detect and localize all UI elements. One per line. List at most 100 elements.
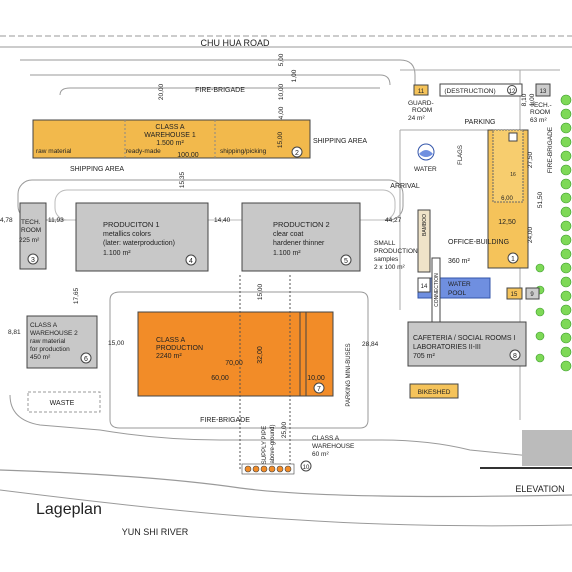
bamboo-label: BAMBOO [422,214,428,236]
building-16-num: 16 [510,172,516,178]
water-label: WATER [414,166,437,173]
tech-room-13-num: 13 [540,89,547,95]
warehouse-2-l3: raw material [30,338,66,345]
production-2-l2: clear coat [273,231,303,238]
cafeteria-num: 8 [513,353,517,360]
supply-pipe-l2: (above-ground) [270,424,276,465]
shipping-area-label-right: SHIPPING AREA [313,138,367,145]
production-1-num: 4 [189,258,193,265]
tech-room-13-l2: ROOM [530,109,550,116]
office-building: 12,50 24,00 6,00 1 16 [487,129,534,269]
supply-pipe-l1: SUPPLY PIPE [262,426,268,464]
guard-room-l2: ROOM [412,107,432,114]
fire-brigade-label-right: FIRE-BRIGADE [547,126,554,173]
warehouse-2-l4: for production [30,346,70,353]
production-class-a-d2: 60,00 [211,375,229,382]
production-1-l2: metallics colors [103,231,151,238]
production-class-a-l1: CLASS A [156,337,186,344]
dim-11-93: 11,93 [48,217,64,224]
dim-5-00: 5,00 [278,53,285,66]
dim-1-00b: 1,00 [529,93,536,106]
warehouse-10-l3: 60 m² [312,451,329,458]
destruction-num: 12 [509,89,516,95]
dim-10-00: 10,00 [278,83,285,100]
production-2-num: 5 [344,258,348,265]
elevation-label: ELEVATION [515,484,564,494]
destruction: (DESTRUCTION) 12 [439,83,523,97]
water-tank: WATER [414,143,437,173]
dim-51-50: 51,50 [537,191,544,208]
production-2-l1: PRODUCTION 2 [273,220,330,229]
warehouse-1-ready: ready-made [126,148,161,155]
tech-room-3-l2: ROOM [21,227,41,234]
cafeteria-l3: 705 m² [413,353,435,360]
office-area: 360 m² [448,258,470,265]
dim-14-40: 14,40 [214,217,231,224]
tech-room-13-l1: TECH.- [530,102,552,109]
small-prod-l2: PRODUCTION [374,248,418,255]
tech-room-13-l3: 63 m² [530,117,547,124]
bamboo-strip [417,209,431,273]
dim-28-84: 28,84 [362,341,379,348]
tanks [241,463,295,475]
destruction-label: (DESTRUCTION) [444,88,495,95]
production-1-l3: (later: waterproduction) [103,240,175,247]
water-pool: 14 WATER POOL [417,277,491,299]
tech-room-3: TECH. ROOM 225 m² 3 [19,202,47,270]
fire-brigade-label-top: FIRE-BRIGADE [195,87,245,94]
warehouse-1-length: 100,00 [177,152,199,159]
production-class-a-num: 7 [317,386,321,393]
cafeteria-l2: LABORATORIES II-III [413,344,481,351]
fire-brigade-label-bottom: FIRE-BRIGADE [200,417,250,424]
office-num: 1 [511,256,515,263]
cafeteria-l1: CAFETERIA / SOCIAL ROOMS I [413,335,515,342]
warehouse-1-width: 15,00 [277,131,284,148]
office-name: OFFICE-BUILDING [448,239,509,246]
building-15-num: 15 [511,292,518,298]
warehouse-2-num: 6 [84,356,88,363]
production-class-a: CLASS A PRODUCTION 2240 m² 70,00 60,00 1… [137,311,334,397]
tech-room-3-l1: TECH. [21,219,41,226]
production-1: PRODUCITON 1 metallics colors (later: wa… [75,202,209,272]
building-15: 15 9 [506,287,540,300]
production-2-l4: 1.100 m² [273,250,301,257]
bikeshed: BIKESHED [409,383,459,399]
dim-8-81: 8,81 [8,329,21,336]
tech-room-3-num: 3 [31,257,35,264]
production-class-a-d4: 32,00 [257,346,264,364]
warehouse-1: CLASS A WAREHOUSE 1 1.500 m² raw materia… [32,119,311,159]
warehouse-10-l2: WAREHOUSE [312,443,355,450]
cafeteria: CAFETERIA / SOCIAL ROOMS I LABORATORIES … [407,321,527,367]
guard-room-num: 11 [418,89,425,95]
production-class-a-l2: PRODUCTION [156,345,203,352]
warehouse-1-l2: WAREHOUSE 1 [144,132,196,139]
production-class-a-d1: 70,00 [225,360,243,367]
waste-area: WASTE [27,391,101,413]
elevation-mark [522,430,572,466]
dim-4-78: 4,78 [0,217,13,224]
warehouse-10-l1: CLASS A [312,435,340,442]
dim-20-00: 20,00 [158,83,165,100]
bikeshed-label: BIKESHED [418,389,451,396]
warehouse-1-l1: CLASS A [155,124,185,131]
warehouse-2: CLASS A WAREHOUSE 2 raw material for pro… [26,315,98,369]
warehouse-1-num: 2 [295,150,299,157]
tech-room-13: 13 TECH.- ROOM 63 m² [530,83,552,124]
small-prod-l3: samples [374,256,399,263]
small-prod-l1: SMALL [374,240,396,247]
arrival-label: ARRIVAL [390,183,420,190]
warehouse-2-l2: WAREHOUSE 2 [30,330,78,337]
production-2: PRODUCTION 2 clear coat hardener thinner… [241,202,361,272]
production-2-l3: hardener thinner [273,240,325,247]
guard-room: 11 GUARD- ROOM 24 m² [408,84,434,122]
warehouse-1-ship: shipping/picking [220,148,267,155]
building-9-num: 9 [530,292,534,298]
river-label: YUN SHI RIVER [122,527,189,537]
title: Lageplan [36,501,102,518]
waste-label: WASTE [50,400,75,407]
chu-hua-road-label: CHU HUA ROAD [200,38,270,48]
water-pool-num: 14 [421,284,428,290]
tree-row [535,94,572,372]
